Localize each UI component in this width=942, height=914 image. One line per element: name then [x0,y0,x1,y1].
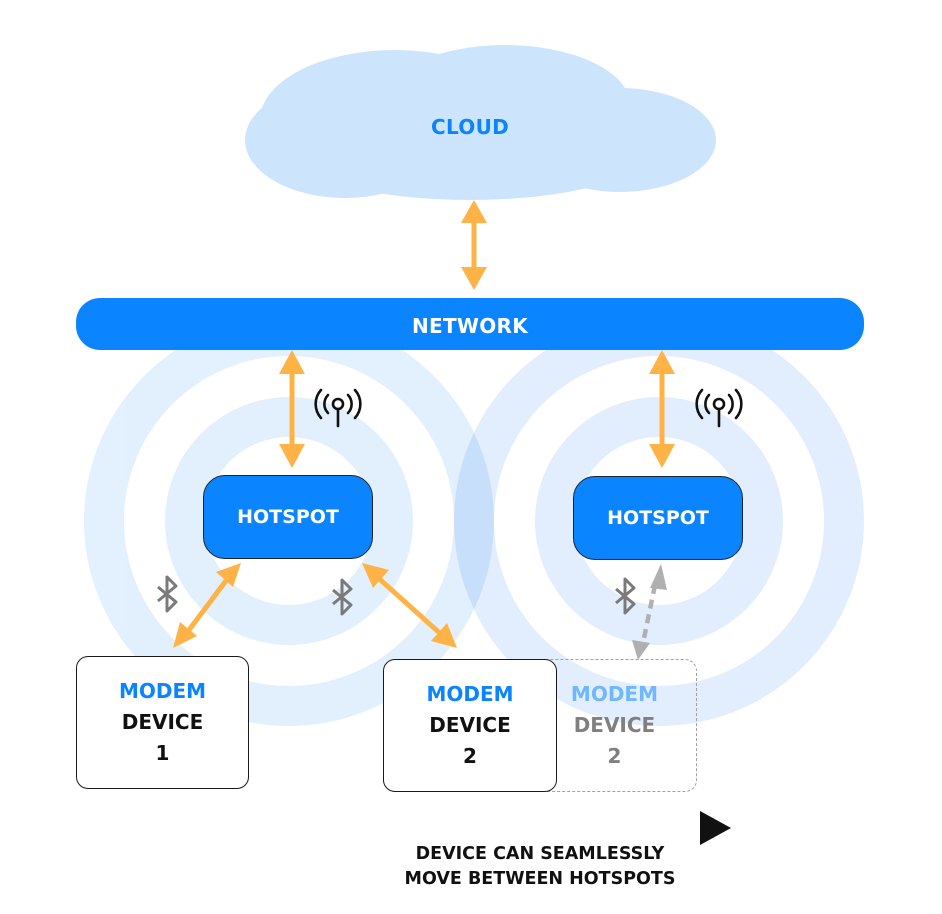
ghost-device-number: 2 [607,744,622,768]
device-1-name: DEVICE [121,710,204,734]
arrow-network-hotspot-2 [649,350,675,468]
hotspot-1[interactable]: HOTSPOT [203,475,373,559]
device-2-number: 2 [463,744,477,768]
bluetooth-icon [157,575,178,613]
hotspot-1-label: HOTSPOT [237,506,339,528]
arrow-cloud-network [461,200,487,290]
movement-arrow [389,811,731,845]
hotspot-2[interactable]: HOTSPOT [573,476,743,560]
radio-tower-icon [314,388,362,428]
movement-caption: DEVICE CAN SEAMLESSLY MOVE BETWEEN HOTSP… [370,842,710,892]
cloud-label: CLOUD [430,115,510,139]
movement-caption-line-1: DEVICE CAN SEAMLESSLY [415,844,665,864]
arrow-hotspot-1-device-1 [173,563,241,648]
device-1-modem-label: MODEM [118,679,207,703]
ghost-device-name: DEVICE [573,713,656,737]
ghost-device-modem-label: MODEM [570,682,658,706]
bluetooth-icon [615,577,636,615]
network-bar [76,298,864,350]
device-2-name: DEVICE [429,713,511,737]
modem-device-2[interactable]: MODEM DEVICE 2 [383,659,557,792]
movement-caption-line-2: MOVE BETWEEN HOTSPOTS [404,869,676,889]
arrow-hotspot-2-ghost-device [632,564,667,660]
radio-tower-icon [695,388,743,428]
bluetooth-icon [332,578,353,616]
arrow-network-hotspot-1 [279,350,305,468]
device-1-number: 1 [155,741,170,765]
ghost-modem-device-2: MODEM DEVICE 2 [383,659,697,792]
arrow-hotspot-1-device-2 [362,563,457,648]
modem-device-1[interactable]: MODEM DEVICE 1 [76,656,249,789]
network-label: NETWORK [411,314,529,338]
device-2-modem-label: MODEM [426,682,514,706]
coverage-ring-inner [165,397,413,645]
cloud-shape [245,45,716,200]
hotspot-2-label: HOTSPOT [607,507,709,529]
coverage-ring-inner [535,397,783,645]
